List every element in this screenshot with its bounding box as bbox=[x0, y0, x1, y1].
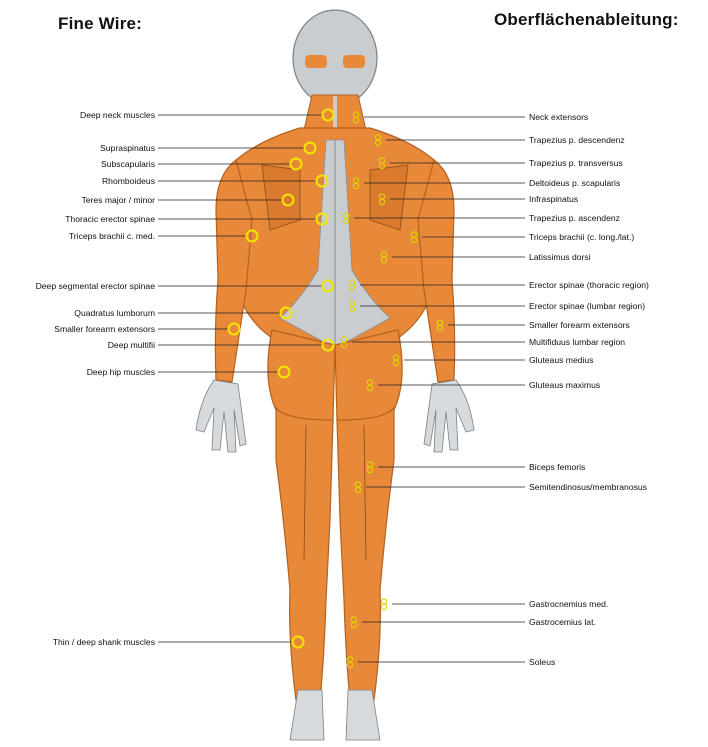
surface-label: Multifiduus lumbar region bbox=[529, 337, 625, 347]
fine-wire-label: Thin / deep shank muscles bbox=[53, 637, 155, 647]
surface-label: Triceps brachii (c. long./lat.) bbox=[529, 232, 634, 242]
surface-label: Deltoideus p. scapularis bbox=[529, 178, 620, 188]
fine-wire-label: Quadratus lumborum bbox=[74, 308, 155, 318]
fine-wire-label: Thoracic erector spinae bbox=[65, 214, 155, 224]
surface-label: Infraspinatus bbox=[529, 194, 578, 204]
fine-wire-label: Subscapularis bbox=[101, 159, 155, 169]
fine-wire-label: Triceps brachii c. med. bbox=[69, 231, 155, 241]
surface-label: Trapezius p. descendenz bbox=[529, 135, 625, 145]
surface-label: Gluteaus medius bbox=[529, 355, 594, 365]
surface-label: Gastrocemius lat. bbox=[529, 617, 596, 627]
surface-label: Trapezius p. ascendenz bbox=[529, 213, 620, 223]
surface-label: Gluteaus maximus bbox=[529, 380, 600, 390]
surface-label: Gastrocnemius med. bbox=[529, 599, 608, 609]
surface-electrode-marker bbox=[381, 599, 386, 604]
surface-label: Trapezius p. transversus bbox=[529, 158, 623, 168]
fine-wire-label: Deep neck muscles bbox=[80, 110, 155, 120]
surface-label: Latissimus dorsi bbox=[529, 252, 591, 262]
fine-wire-label: Supraspinatus bbox=[100, 143, 155, 153]
surface-label: Smaller forearm extensors bbox=[529, 320, 630, 330]
surface-label: Soleus bbox=[529, 657, 555, 667]
surface-label: Erector spinae (thoracic region) bbox=[529, 280, 649, 290]
fine-wire-label: Teres major / minor bbox=[81, 195, 155, 205]
body-silhouette bbox=[196, 10, 474, 740]
fine-wire-label: Deep multifii bbox=[108, 340, 155, 350]
fine-wire-label: Rhomboideus bbox=[102, 176, 155, 186]
surface-label: Erector spinae (lumbar region) bbox=[529, 301, 645, 311]
fine-wire-label: Deep hip muscles bbox=[87, 367, 155, 377]
surface-electrode-marker bbox=[381, 604, 386, 609]
surface-label: Biceps femoris bbox=[529, 462, 585, 472]
surface-label: Neck extensors bbox=[529, 112, 588, 122]
surface-label: Semitendinosus/membranosus bbox=[529, 482, 647, 492]
fine-wire-label: Smaller forearm extensors bbox=[54, 324, 155, 334]
fine-wire-label: Deep segmental erector spinae bbox=[36, 281, 155, 291]
